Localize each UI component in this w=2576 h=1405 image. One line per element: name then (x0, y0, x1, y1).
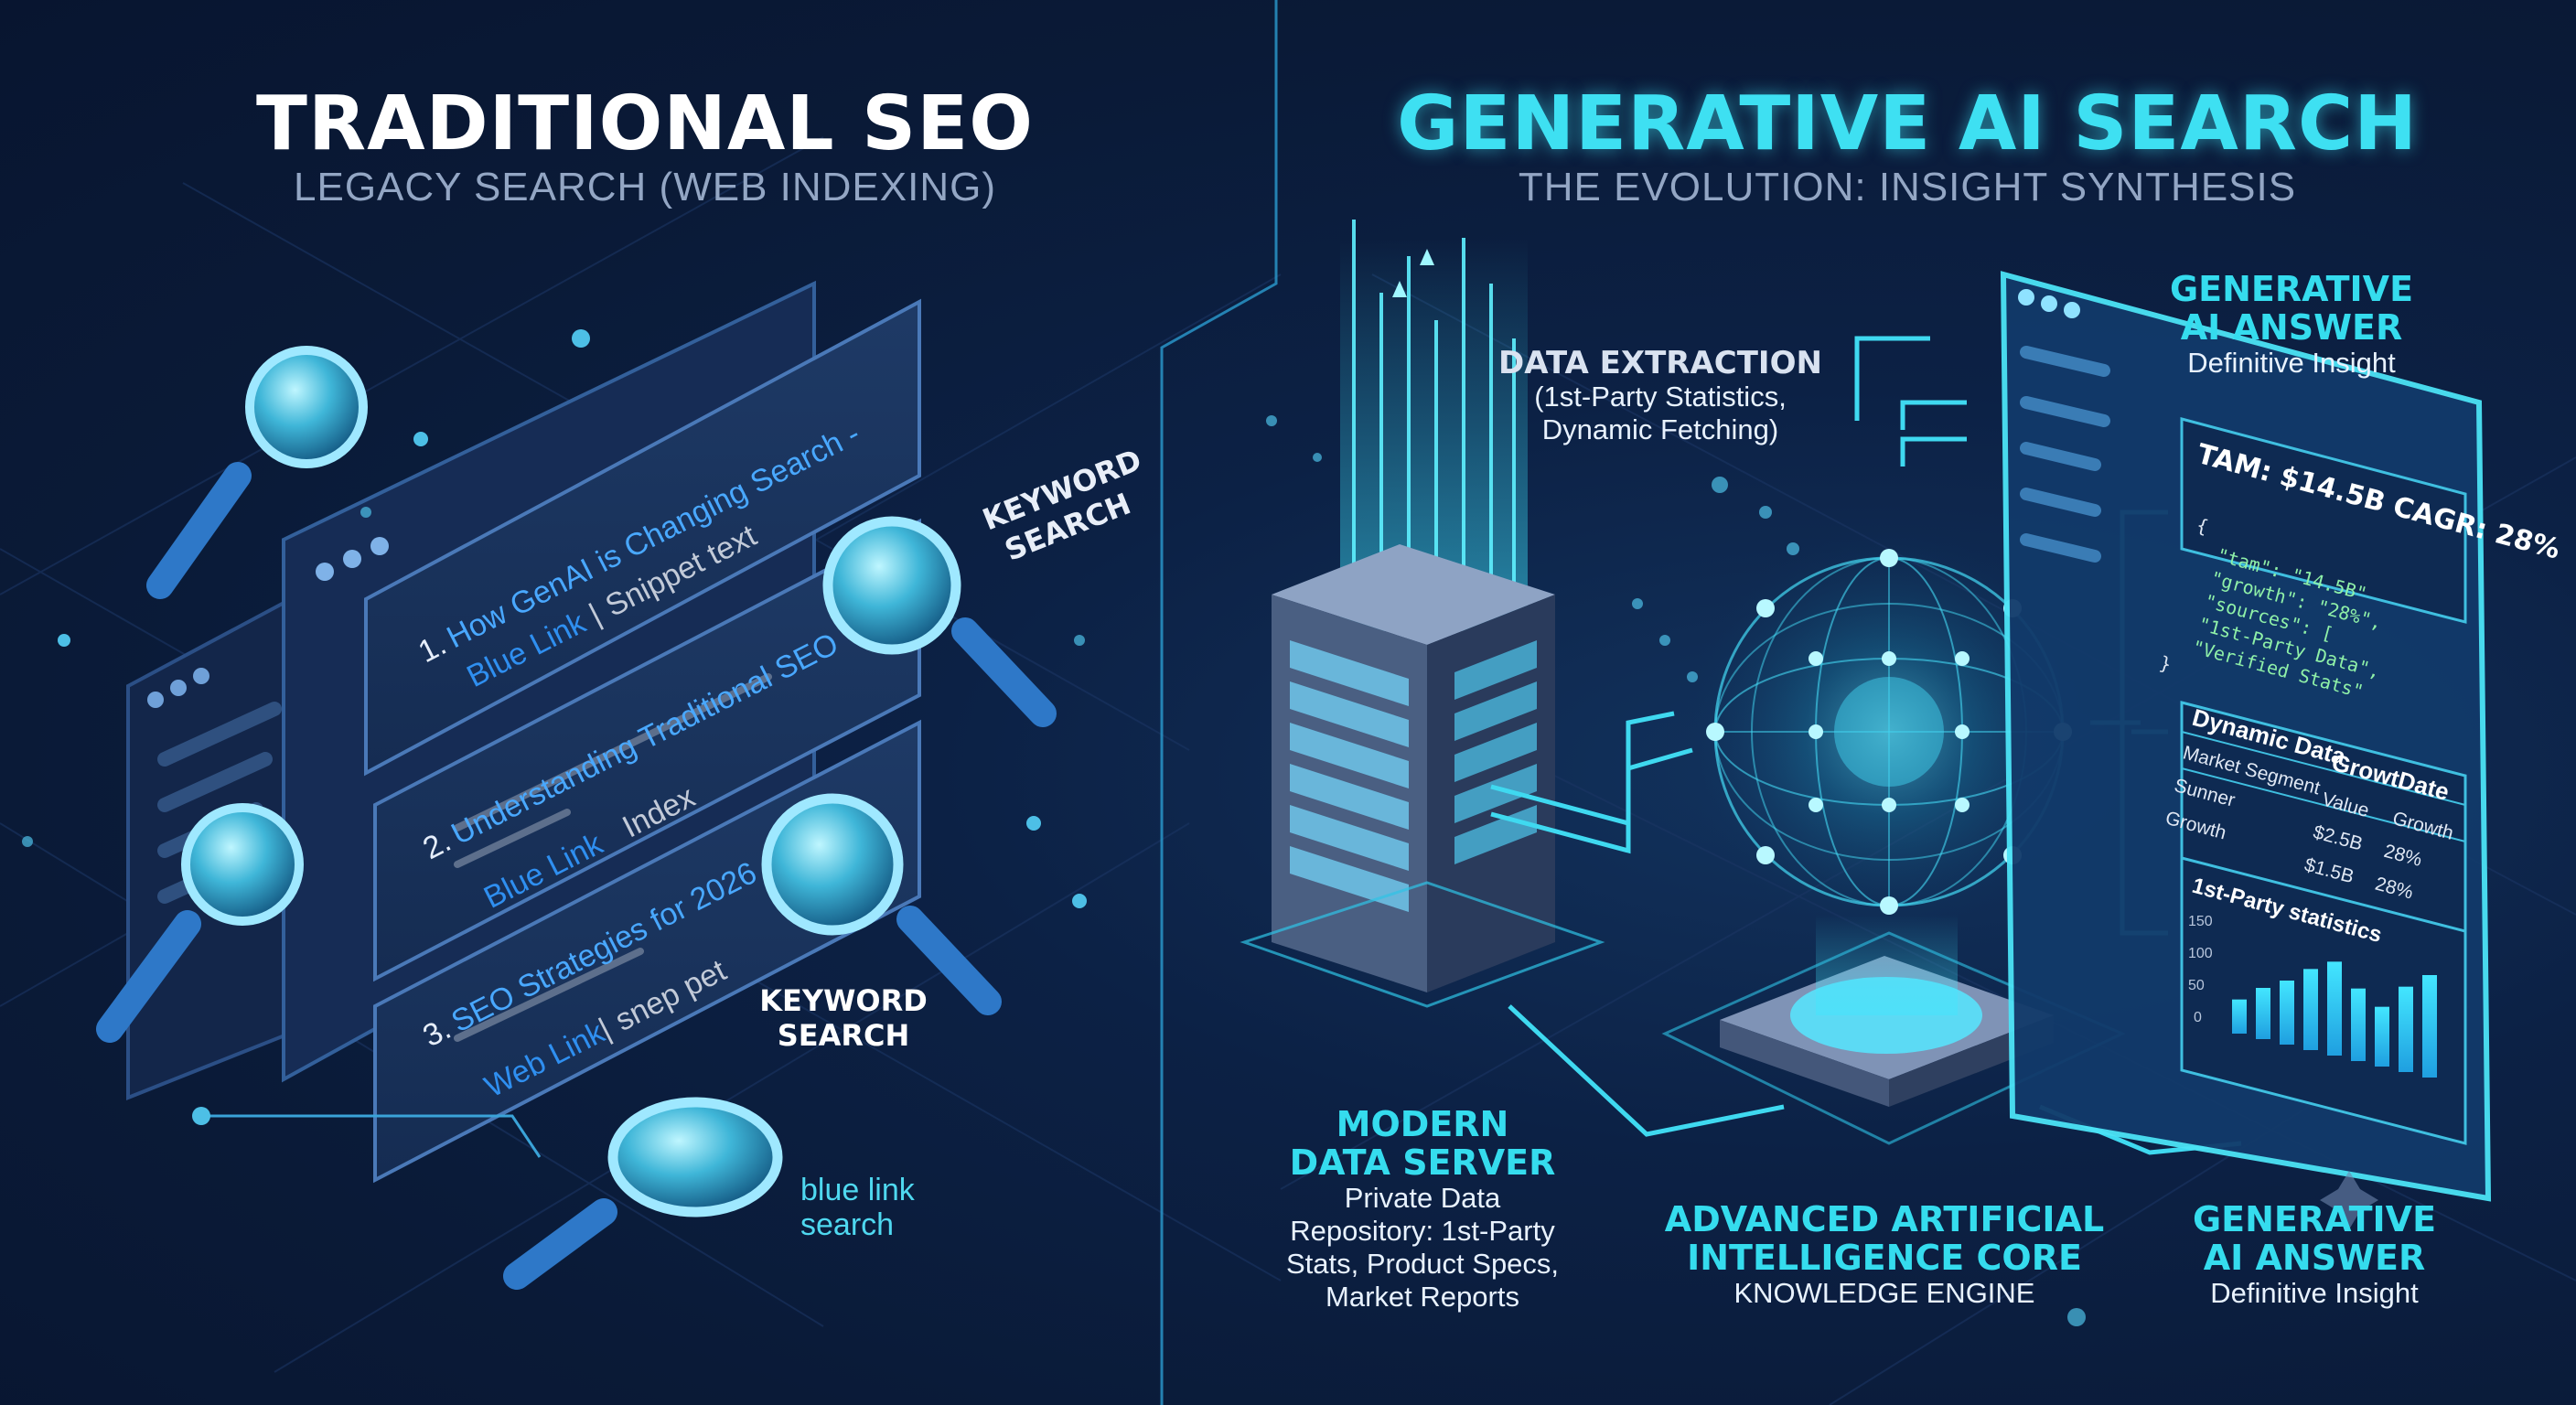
data-server-label: MODERN DATA SERVER Private Data Reposito… (1285, 1104, 1560, 1313)
data-extraction-label: DATA EXTRACTION (1st-Party Statistics, D… (1498, 345, 1822, 445)
keyword-search-label-1: KEYWORD SEARCH (978, 442, 1146, 567)
chart-bar-5 (2327, 961, 2342, 1056)
chart-bar-3 (2280, 981, 2294, 1045)
right-title: GENERATIVE AI SEARCH (1397, 80, 2418, 167)
chart-bar-7 (2375, 1006, 2389, 1067)
chart-bar-1 (2232, 999, 2247, 1034)
svg-text:0: 0 (2194, 1010, 2202, 1025)
left-title: TRADITIONAL SEO (256, 80, 1034, 167)
svg-text:}: } (2157, 651, 2174, 675)
statistics-chart (2232, 961, 2437, 1078)
answer-panel (2000, 271, 2492, 1202)
left-subtitle: LEGACY SEARCH (WEB INDEXING) (294, 165, 996, 209)
chart-bar-9 (2422, 975, 2437, 1078)
magnifier-icon (822, 516, 1057, 727)
sparkle-icon (2320, 1171, 2378, 1229)
result-card-1[interactable] (364, 298, 921, 777)
answer-label-bottom: GENERATIVE AI ANSWER Definitive Insight (2192, 1199, 2437, 1309)
right-subtitle: THE EVOLUTION: INSIGHT SYNTHESIS (1518, 165, 2297, 209)
divider-line (1160, 0, 1278, 1405)
svg-text:150: 150 (2188, 914, 2213, 929)
keyword-search-label-2: KEYWORD SEARCH (759, 983, 928, 1053)
svg-text:{: { (2195, 514, 2211, 538)
result-card-2[interactable] (373, 518, 921, 982)
magnifier-icon (146, 346, 368, 599)
svg-text:50: 50 (2188, 978, 2205, 993)
svg-text:100: 100 (2188, 946, 2213, 961)
blue-link-search-label: blue link search (800, 1173, 915, 1242)
chart-ticks: 150 100 50 0 (2188, 914, 2213, 1025)
magnifier-icon (761, 793, 1002, 1015)
answer-label-top: GENERATIVE AI ANSWER Definitive Insight (2169, 269, 2414, 379)
chart-bar-2 (2256, 988, 2270, 1039)
ai-core-label: ADVANCED ARTIFICIAL INTELLIGENCE CORE KN… (1664, 1199, 2105, 1309)
magnifier-icon (503, 1097, 783, 1290)
chart-bar-4 (2303, 969, 2318, 1050)
chart-bar-8 (2399, 986, 2413, 1072)
chart-bar-6 (2351, 988, 2366, 1061)
magnifier-icon (96, 803, 304, 1043)
data-server (1240, 544, 1605, 1008)
